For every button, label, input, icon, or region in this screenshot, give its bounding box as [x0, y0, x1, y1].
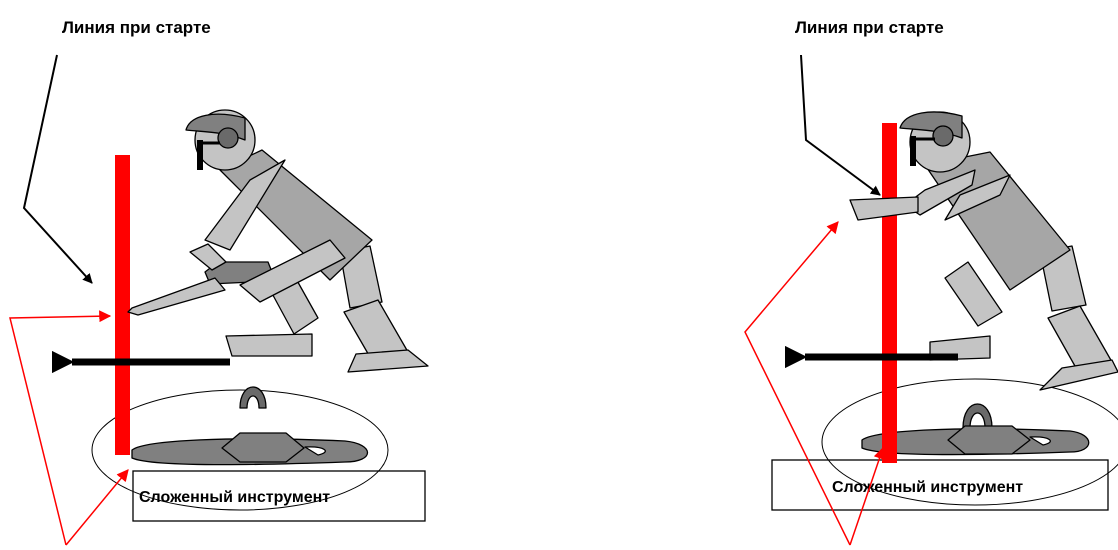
- tool-box-right: [771, 459, 1109, 511]
- start-line-title-left: Линия при старте: [62, 18, 211, 37]
- tool-ellipse-right: [821, 378, 1118, 506]
- pointer-arrow-left-2: [65, 469, 129, 546]
- worker-figure-right: [849, 111, 1118, 391]
- pointer-arrow-right-2: [849, 446, 886, 546]
- pointer-arrow-right-1: [744, 221, 851, 546]
- worker-figure-left: [185, 109, 429, 373]
- panel-right: Линия при старте Сложенный инструмент: [744, 18, 1118, 546]
- start-line-title-right: Линия при старте: [795, 18, 944, 37]
- panel-left: Линия при старте Сложенный инструмент: [9, 18, 429, 546]
- folded-tool-left: [131, 386, 368, 466]
- leader-arrow-right: [800, 54, 881, 196]
- folded-tool-right: [861, 403, 1090, 456]
- tool-box-label-right: Сложенный инструмент: [832, 479, 1023, 496]
- leader-arrow-left: [22, 54, 93, 284]
- start-line-left: [115, 155, 130, 455]
- pointer-arrow-left-1: [9, 310, 112, 546]
- tool-ellipse-left: [91, 389, 389, 511]
- tool-box-label-left: Сложенный инструмент: [139, 489, 330, 506]
- tool-box-left: [132, 470, 426, 522]
- start-line-right: [882, 123, 897, 463]
